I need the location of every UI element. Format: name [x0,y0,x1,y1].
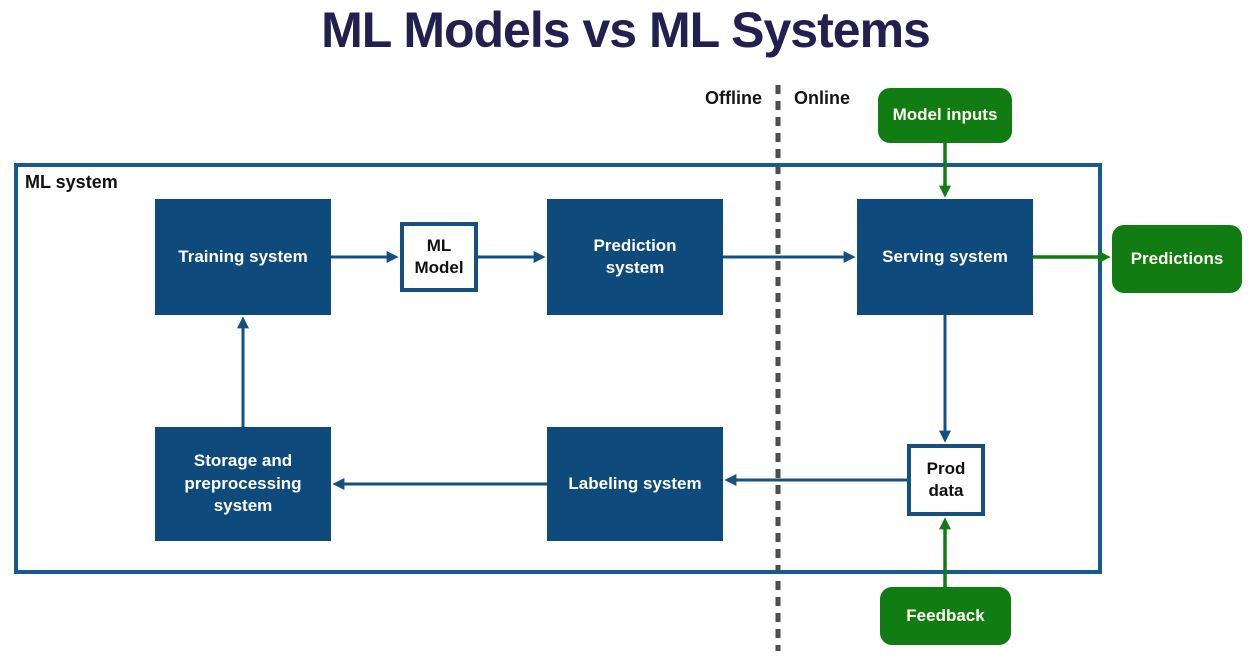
ml-system-label: ML system [25,172,118,192]
node-ml-model-label: ML Model [414,235,464,277]
node-feedback: Feedback [880,587,1011,645]
node-prediction-system: Prediction system [547,199,723,315]
node-serving-system: Serving system [857,199,1033,315]
node-predictions-label: Predictions [1130,248,1224,268]
node-labeling-system-label: Labeling system [568,473,702,493]
online-region-label: Online [794,88,851,108]
node-model-inputs: Model inputs [878,88,1012,143]
node-prod-data: Prod data [907,444,985,516]
node-feedback-label: Feedback [906,605,985,625]
node-storage-preprocessing-system: Storage and preprocessing system [155,427,331,541]
offline-region-label: Offline [705,88,762,108]
node-labeling-system: Labeling system [547,427,723,541]
node-prediction-system-label: Prediction system [593,235,677,277]
page-title: ML Models vs ML Systems [321,2,931,58]
ml-system-boundary [14,163,1102,574]
node-prod-data-label: Prod data [926,458,966,500]
node-predictions: Predictions [1112,225,1242,293]
node-serving-system-label: Serving system [882,246,1008,266]
node-model-inputs-label: Model inputs [892,105,998,125]
node-training-system-label: Training system [178,246,308,266]
node-storage-preprocessing-system-label: Storage and preprocessing system [184,451,302,516]
node-training-system: Training system [155,199,331,315]
node-ml-model: ML Model [400,222,478,292]
